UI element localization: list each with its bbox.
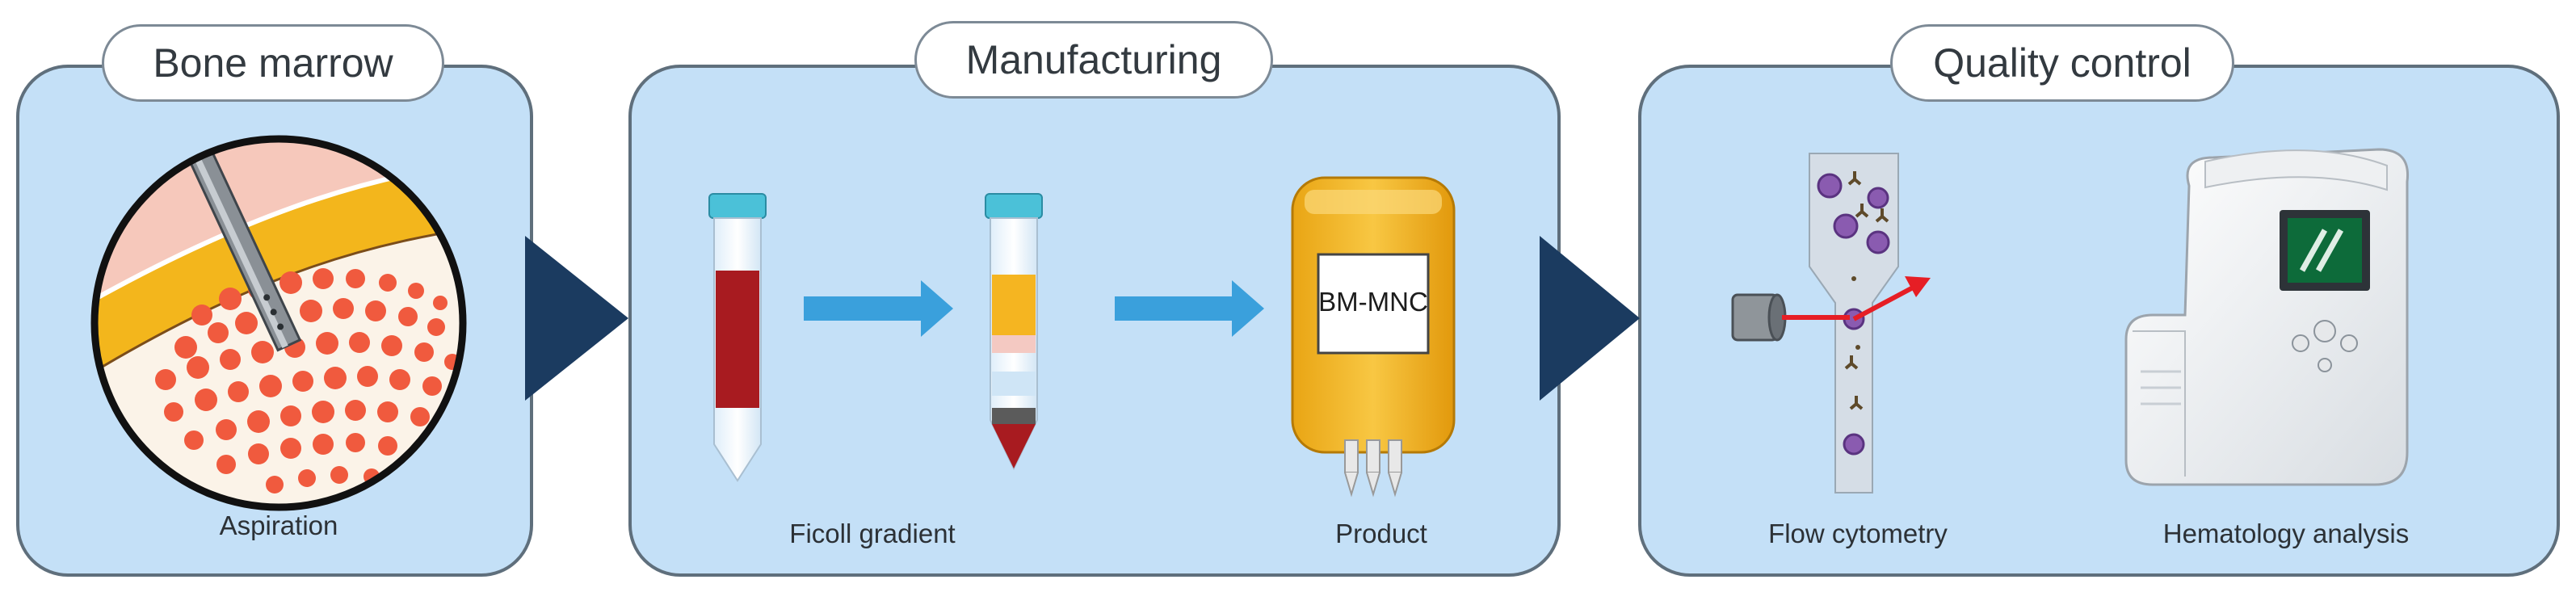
bone-marrow-aspiration-icon	[90, 135, 467, 511]
caption-ficoll-gradient: Ficoll gradient	[789, 519, 956, 548]
caption-hematology-analysis: Hematology analysis	[2162, 519, 2410, 548]
panel-title-quality-control: Quality control	[1890, 24, 2234, 102]
caption-flow-cytometry: Flow cytometry	[1768, 519, 1948, 548]
caption-aspiration: Aspiration	[219, 510, 338, 540]
ficoll-tubes-icon	[708, 193, 1043, 482]
blood-bag-icon	[1291, 176, 1456, 498]
panel-title-bone-marrow: Bone marrow	[102, 24, 444, 102]
panel-title-manufacturing: Manufacturing	[914, 21, 1273, 99]
chevron-arrow-1	[525, 236, 628, 401]
process-arrow-2	[1115, 280, 1264, 337]
chevron-arrow-2	[1540, 236, 1640, 401]
flow-cytometry-icon	[1731, 153, 1931, 494]
product-bag-label: BM-MNC	[1318, 287, 1428, 317]
hematology-analyzer-icon	[2124, 148, 2410, 486]
process-arrow-1	[804, 280, 953, 337]
caption-product: Product	[1335, 519, 1427, 548]
